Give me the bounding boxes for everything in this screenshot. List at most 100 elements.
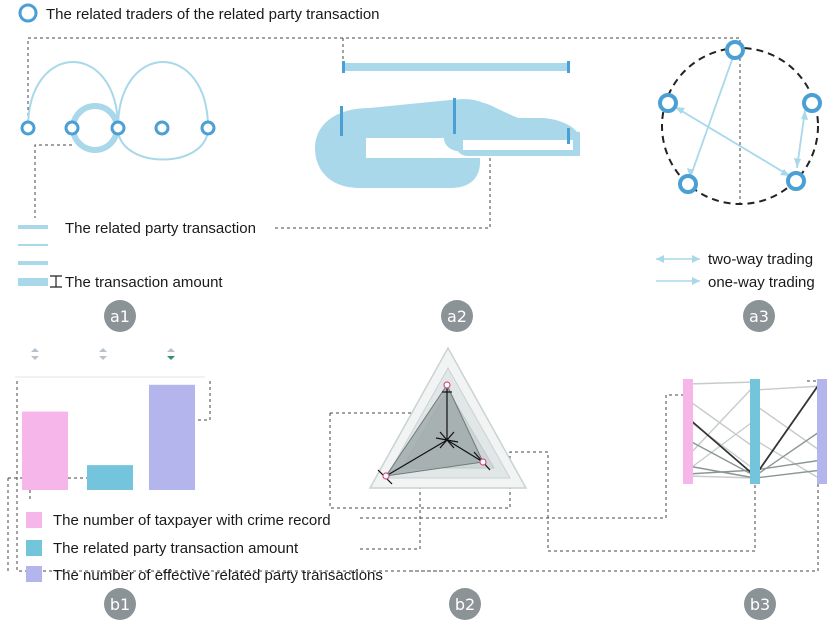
arc-link (117, 61, 209, 129)
panel-badge (104, 588, 136, 620)
panel-label-a2: a2 (441, 300, 473, 332)
panel-badge (744, 588, 776, 620)
pc-axis-amount (750, 379, 760, 484)
radar-area (384, 383, 484, 477)
parallel-coordinates (683, 379, 827, 484)
network-node (678, 174, 698, 194)
pc-line-highlight (687, 417, 756, 477)
pc-line (754, 469, 823, 479)
connector-a1-legend (34, 144, 72, 218)
trader-node (154, 120, 170, 136)
transaction-legend: The related party transaction The transa… (18, 220, 256, 291)
connector-top-a1-a3 (27, 37, 741, 205)
trader-node (64, 120, 80, 136)
sort-arrow-icon[interactable] (31, 348, 39, 360)
two-way-label: two-way trading (708, 251, 813, 268)
network-node (725, 40, 745, 60)
connector-b1-left (16, 381, 445, 572)
svg-text:a3: a3 (749, 307, 769, 326)
sort-arrow-icon[interactable] (99, 348, 107, 360)
trader-node (110, 120, 126, 136)
panel-label-a1: a1 (104, 300, 136, 332)
direction-legend: two-way trading one-way trading (656, 251, 815, 291)
flow-ribbon-loop (455, 118, 580, 156)
amount-legend-label: The related party transaction amount (53, 540, 299, 557)
network-node (786, 171, 806, 191)
panel-label-b3: b3 (744, 588, 776, 620)
one-way-label: one-way trading (708, 274, 815, 291)
one-way-link (689, 56, 734, 179)
flow-ribbon-top (342, 63, 570, 71)
arrow-head (687, 168, 694, 178)
amount-swatch (26, 540, 42, 556)
amount-legend-label: The transaction amount (65, 274, 223, 291)
radar-glyph (368, 346, 528, 489)
transaction-line-sample (18, 225, 48, 229)
pc-axis-crime (683, 379, 693, 484)
radar-center-mark (435, 431, 459, 449)
bar-effective[interactable] (149, 384, 195, 490)
transaction-line-sample (18, 261, 48, 265)
svg-text:a2: a2 (447, 307, 467, 326)
pc-line (754, 459, 823, 471)
arc-diagram (20, 61, 216, 161)
connector-effective-b3 (410, 380, 819, 572)
panel-badge (743, 300, 775, 332)
bar-chart (15, 376, 205, 490)
connector-transaction-a2 (275, 152, 491, 229)
panel-label-b1: b1 (104, 588, 136, 620)
radar-axis (446, 439, 484, 463)
pc-line (754, 439, 823, 481)
pc-line (687, 475, 756, 479)
sort-controls (31, 348, 175, 360)
flow-diagram (315, 61, 580, 188)
flow-tick (340, 106, 343, 136)
trader-legend-icon (18, 3, 38, 23)
panel-label-b2: b2 (449, 588, 481, 620)
connector-amount-b2 (360, 451, 440, 550)
radar-axis (385, 439, 448, 477)
trader-legend-label: The related traders of the related party… (46, 6, 380, 23)
bar-legend: The number of taxpayer with crime record… (26, 512, 383, 584)
pc-line (687, 465, 756, 479)
effective-legend-label: The number of effective related party tr… (53, 567, 383, 584)
trader-node (20, 120, 36, 136)
panel-badge (441, 300, 473, 332)
svg-text:b1: b1 (110, 595, 130, 614)
arc-link (117, 127, 209, 161)
sort-arrow-icon-active[interactable] (167, 348, 175, 360)
arrow-head (801, 110, 808, 120)
one-way-arrow-head (692, 277, 700, 285)
arrow-head (780, 169, 790, 176)
bar-crime[interactable] (22, 411, 68, 490)
pc-line (687, 384, 756, 457)
transaction-legend-label: The related party transaction (65, 220, 256, 237)
flow-gap (463, 140, 573, 150)
panel-label-a3: a3 (743, 300, 775, 332)
pc-line-highlight (754, 379, 823, 477)
pc-axis-effective (817, 379, 827, 484)
svg-text:b3: b3 (750, 595, 770, 614)
flow-tick (567, 61, 570, 73)
radar-point (443, 381, 451, 389)
flow-tick (342, 61, 345, 73)
bar-amount[interactable] (87, 465, 133, 490)
network-node (802, 93, 822, 113)
flow-tick (567, 128, 570, 144)
effective-swatch (26, 566, 42, 582)
network-node (658, 93, 678, 113)
panel-badge (104, 300, 136, 332)
two-way-link (796, 109, 806, 169)
svg-text:b2: b2 (455, 595, 475, 614)
trader-node (200, 120, 216, 136)
connector-b2-b3 (329, 413, 756, 552)
arrow-head (794, 158, 801, 168)
crime-legend-label: The number of taxpayer with crime record (53, 512, 331, 529)
transaction-amount-sample (18, 278, 48, 286)
pc-line (754, 385, 823, 391)
panel-badge (449, 588, 481, 620)
connector-crime-b3 (360, 394, 685, 519)
circular-network (658, 40, 822, 205)
